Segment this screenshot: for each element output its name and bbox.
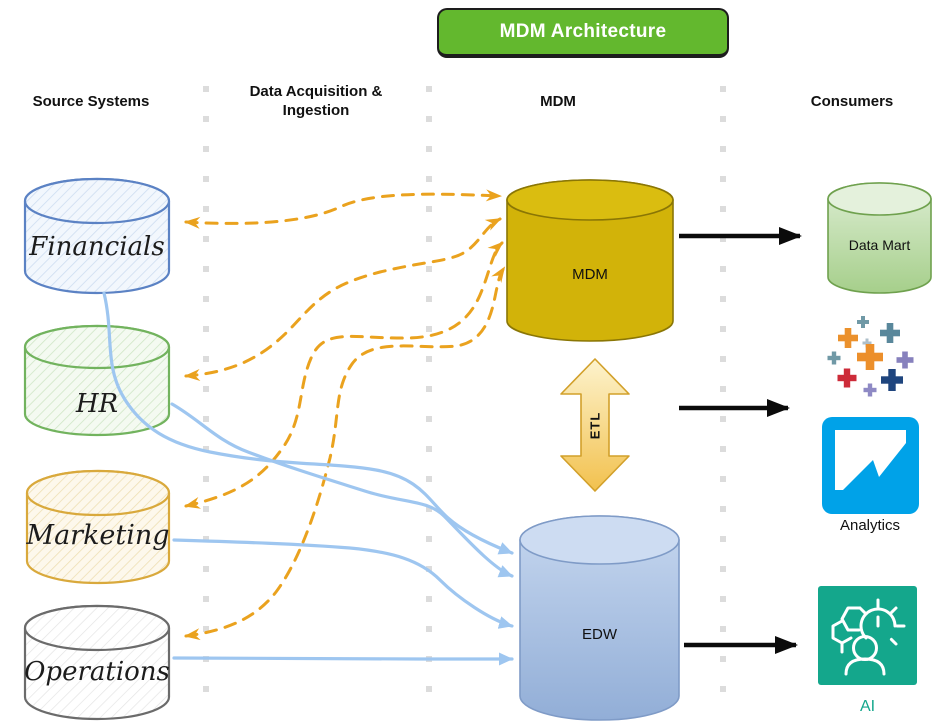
cylinder-mdm: MDM [505, 178, 675, 343]
dashed-arrow-mdm-operations [184, 266, 506, 641]
cylinder-marketing: Marketing [24, 468, 172, 586]
ai-person-gear-icon [818, 586, 917, 685]
etl-arrow-icon [560, 358, 630, 492]
cylinder-financials: Financials [22, 176, 172, 296]
analytics-icon-graphic [822, 417, 919, 514]
hr-cylinder-icon [23, 324, 171, 437]
column-separator-3 [720, 86, 726, 710]
diagram-title: MDM Architecture [499, 21, 667, 42]
column-header-ingestion: Data Acquisition & Ingestion [249, 83, 383, 119]
operations-cylinder-icon [23, 604, 171, 721]
financials-cylinder-icon [23, 177, 171, 295]
marketing-cylinder-icon [25, 469, 171, 585]
blue-line-operations-edw [172, 652, 514, 666]
dashed-arrow-mdm-marketing [184, 241, 504, 509]
diagram-title-box: MDM Architecture [437, 8, 729, 58]
tableau-plus-cluster [827, 316, 914, 397]
data-mart-cylinder-icon [827, 182, 932, 294]
column-header-mdm: MDM [540, 93, 576, 110]
cylinder-operations: Operations [22, 603, 172, 721]
column-separator-2 [426, 86, 432, 710]
ai-icon-graphic [818, 586, 917, 685]
blue-line-hr-edw [170, 402, 514, 578]
tableau-logo-icon [818, 312, 930, 412]
etl-double-arrow: ETL [558, 356, 632, 494]
dashed-arrow-mdm-hr [184, 217, 502, 381]
cylinder-hr: HR [22, 323, 172, 438]
mdm-cylinder-icon [506, 179, 674, 342]
analytics-label: Analytics [839, 517, 901, 534]
analytics-chart-icon [822, 417, 919, 514]
edw-cylinder-icon [519, 515, 680, 721]
cylinder-edw: EDW [518, 514, 681, 722]
etl-label: ETL [587, 411, 603, 439]
cylinder-data-mart: Data Mart [826, 181, 933, 295]
column-separator-1 [203, 86, 209, 710]
ai-label: AI [859, 698, 876, 715]
column-header-consumers: Consumers [810, 93, 894, 110]
blue-line-marketing-edw [172, 538, 514, 629]
column-header-source-systems: Source Systems [32, 93, 150, 110]
dashed-arrow-mdm-financials [184, 189, 502, 229]
